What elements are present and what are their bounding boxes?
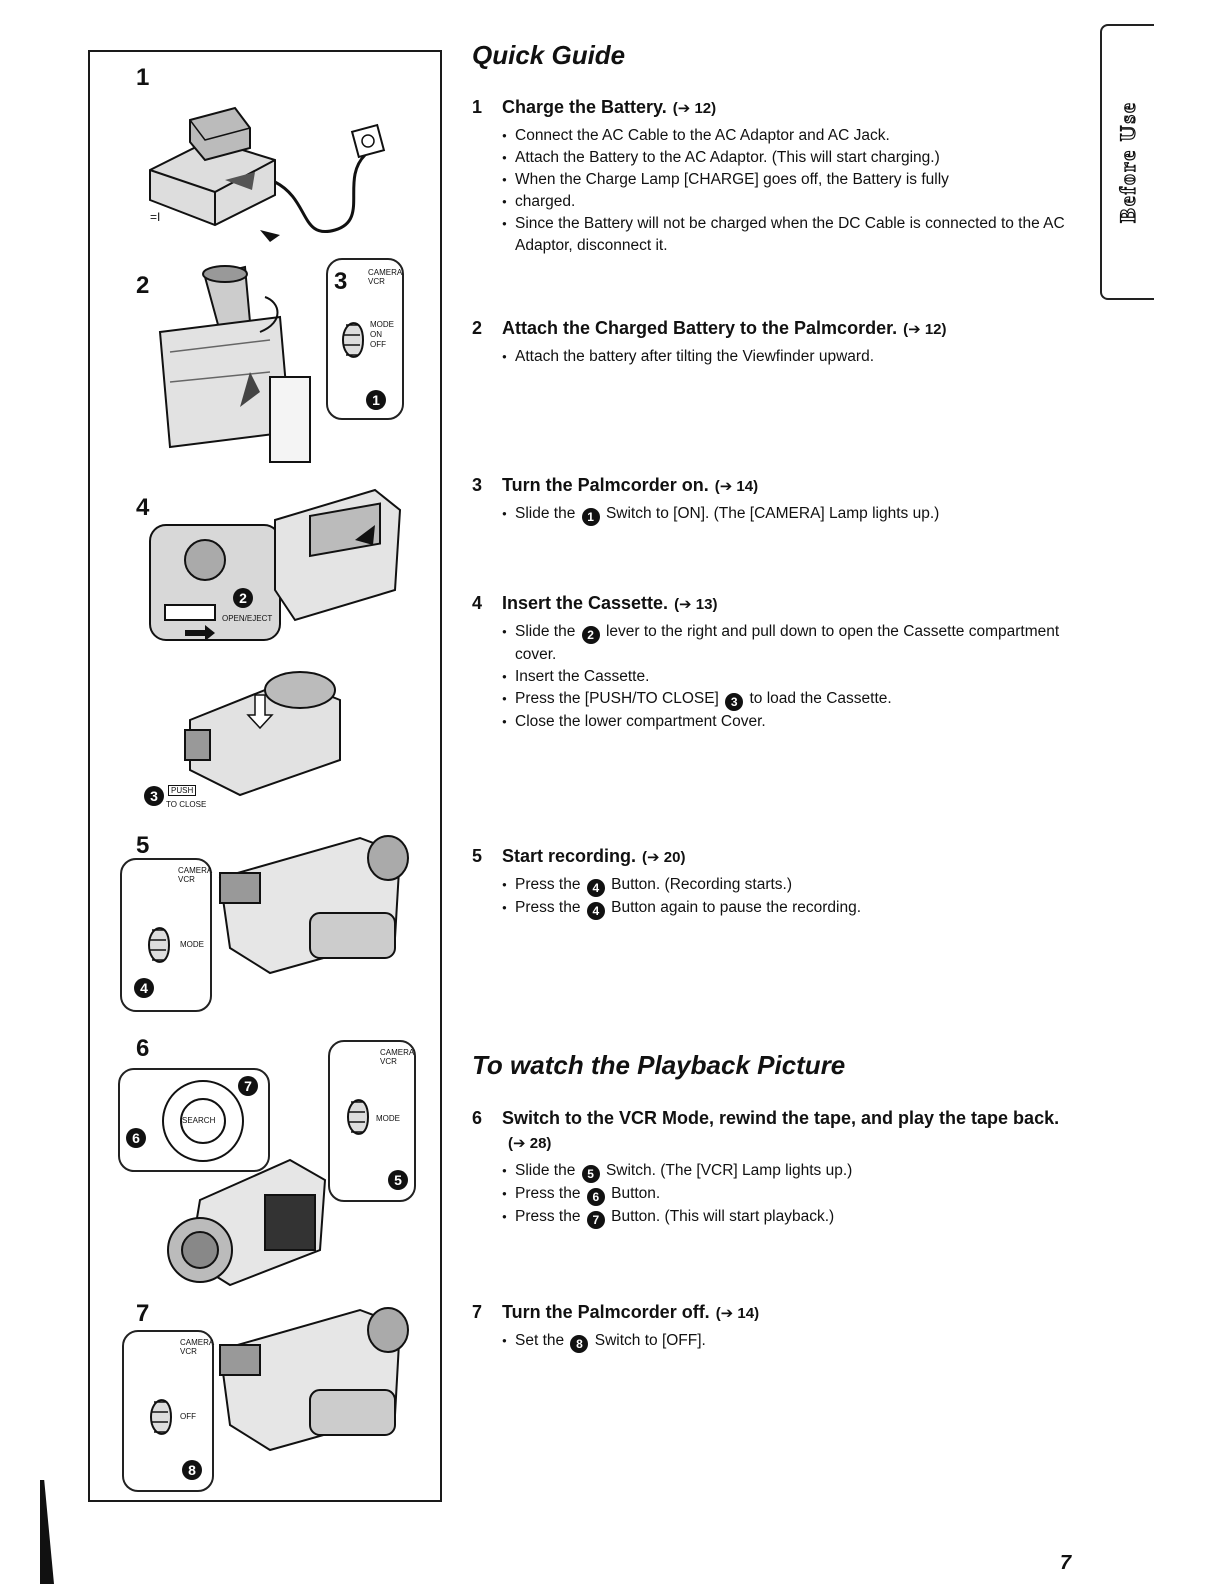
bullet: Attach the battery after tilting the Vie…	[502, 346, 1072, 368]
marker-2: 2	[233, 588, 253, 608]
illus-label-1: 1	[136, 64, 150, 91]
illus-label-3: 3	[334, 268, 348, 295]
illus-label-4: 4	[136, 494, 150, 521]
marker-4: 4	[586, 902, 605, 920]
step-7-heading: Turn the Palmcorder off.	[502, 1302, 710, 1322]
marker-3: 3	[144, 786, 164, 806]
bullet: Press the [PUSH/TO CLOSE] 3 to load the …	[502, 688, 1072, 711]
mode-dial-icon	[341, 322, 365, 358]
mode-dial-icon	[346, 1099, 370, 1135]
step-6: 6 Switch to the VCR Mode, rewind the tape…	[472, 1106, 1072, 1229]
open-eject-label: OPEN/EJECT	[222, 614, 273, 623]
search-dial-icon	[162, 1080, 244, 1162]
bullet: Slide the 1 Switch to [ON]. (The [CAMERA…	[502, 503, 1072, 526]
bullet: Slide the 5 Switch. (The [VCR] Lamp ligh…	[502, 1160, 1072, 1183]
bullet: Insert the Cassette.	[502, 666, 1072, 688]
bullet: When the Charge Lamp [CHARGE] goes off, …	[502, 169, 1072, 191]
marker-1: 1	[366, 390, 386, 410]
camcorder-playback-illustration	[160, 1150, 330, 1290]
marker-4: 4	[586, 879, 605, 897]
page-number: 7	[1060, 1552, 1072, 1574]
camcorder-record-illustration	[210, 828, 410, 978]
bullet: charged.	[502, 191, 1072, 213]
step-6-heading: Switch to the VCR Mode, rewind the tape,…	[502, 1108, 1060, 1128]
bullet: Since the Battery will not be charged wh…	[502, 213, 1072, 257]
search-dial-inset: SEARCH 6 7	[118, 1068, 270, 1172]
charger-illustration	[140, 100, 400, 250]
section-tab-label: Before Use	[1114, 101, 1140, 224]
step-5-heading: Start recording.	[502, 846, 637, 866]
bullet: Attach the Battery to the AC Adaptor. (T…	[502, 147, 1072, 169]
illus-label-5: 5	[136, 832, 150, 859]
push-label: PUSH	[168, 785, 197, 796]
marker-5: 5	[581, 1165, 600, 1183]
bullet: Set the 8 Switch to [OFF].	[502, 1330, 1072, 1353]
bullet: Close the lower compartment Cover.	[502, 711, 1072, 733]
battery-attach-illustration	[150, 262, 330, 472]
step-1-heading: Charge the Battery.	[502, 97, 667, 117]
step-4-heading: Insert the Cassette.	[502, 593, 669, 613]
marker-1: 1	[581, 508, 600, 526]
bullet: Press the 6 Button.	[502, 1183, 1072, 1206]
mode-dial-icon	[149, 1399, 173, 1435]
bullet: Press the 4 Button. (Recording starts.)	[502, 874, 1072, 897]
bullet: Slide the 2 lever to the right and pull …	[502, 621, 1072, 666]
illus-label-2: 2	[136, 272, 150, 299]
illus-label-7: 7	[136, 1300, 150, 1327]
marker-4: 4	[134, 978, 154, 998]
vcr-switch-inset: CAMERA VCR MODE 5	[328, 1040, 416, 1202]
record-inset-5: CAMERA VCR MODE 4	[120, 858, 212, 1012]
cassette-close-illustration	[180, 660, 355, 800]
marker-3: 3	[725, 693, 744, 711]
marker-6: 6	[126, 1128, 146, 1148]
camcorder-off-illustration	[210, 1300, 410, 1460]
marker-2: 2	[581, 626, 600, 644]
bullet: Connect the AC Cable to the AC Adaptor a…	[502, 125, 1072, 147]
step-2-heading: Attach the Charged Battery to the Palmco…	[502, 318, 898, 338]
marker-5: 5	[388, 1170, 408, 1190]
mode-switch-inset-3: 3 CAMERA VCR MODE ON OFF 1	[326, 258, 404, 420]
marker-7: 7	[586, 1211, 605, 1229]
plug-symbol: =I	[150, 210, 161, 224]
playback-title: To watch the Playback Picture	[472, 1050, 846, 1080]
cassette-open-illustration	[145, 480, 410, 650]
scan-edge	[40, 1480, 54, 1584]
section-tab: Before Use	[1100, 24, 1154, 300]
mode-dial-icon	[147, 927, 171, 963]
marker-7: 7	[238, 1076, 258, 1096]
illus-label-6: 6	[136, 1035, 150, 1062]
step-3-heading: Turn the Palmcorder on.	[502, 475, 709, 495]
bullet: Press the 7 Button. (This will start pla…	[502, 1206, 1072, 1229]
illustration-panel	[88, 50, 442, 1502]
to-close-label: TO CLOSE	[166, 800, 207, 809]
bullet: Press the 4 Button again to pause the re…	[502, 897, 1072, 920]
marker-6: 6	[586, 1188, 605, 1206]
marker-8: 8	[570, 1335, 589, 1353]
off-switch-inset: CAMERA VCR OFF 8	[122, 1330, 214, 1492]
quick-guide-title: Quick Guide	[472, 40, 626, 70]
marker-8: 8	[182, 1460, 202, 1480]
